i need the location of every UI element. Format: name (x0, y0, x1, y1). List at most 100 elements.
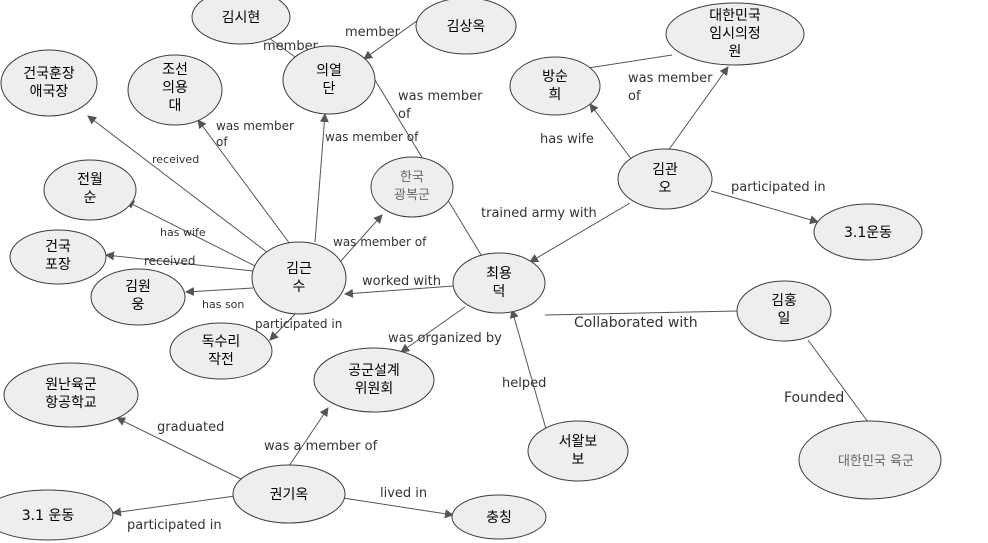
edge-gwongiok-march1b (112, 495, 236, 517)
node-bangsunhee[interactable]: 방순 희 (509, 56, 601, 116)
edges (87, 14, 869, 519)
svg-text:3.1운동: 3.1운동 (844, 225, 892, 241)
node-doksuri[interactable]: 독수리 작전 (169, 322, 273, 380)
svg-text:공군설계: 공군설계 (348, 363, 400, 379)
edge-label-has-wife-2: has wife (160, 226, 206, 239)
edge-kimgwano-choiyongdeok (529, 202, 631, 263)
node-jeonwolsun[interactable]: 전월 순 (43, 159, 137, 221)
edge-kimgwano-koreagov (664, 66, 729, 156)
edge-label-member-2: member (345, 25, 401, 40)
node-chungching[interactable]: 충칭 (451, 494, 547, 540)
edge-label-was-a-member-of: was a member of (264, 439, 378, 454)
edge-label-was-member-of-2b: of (628, 89, 641, 104)
node-seowalbo[interactable]: 서왈보 보 (527, 420, 629, 482)
node-geonguk-pojang[interactable]: 건국 포장 (9, 229, 107, 285)
edge-label-was-member-of-2: was member (628, 71, 713, 86)
edge-gwongiok-gonggun (284, 407, 329, 473)
svg-text:독수리: 독수리 (202, 334, 241, 350)
node-joseon-uiyongdae[interactable]: 조선 의용 대 (127, 54, 223, 126)
edge-kimgeunsu-gwangbokgun (339, 214, 383, 263)
edge-label-founded: Founded (784, 390, 844, 406)
svg-text:대한민국: 대한민국 (709, 8, 761, 24)
node-kimgwano[interactable]: 김관 오 (617, 148, 713, 210)
node-march1-movement-a[interactable]: 3.1운동 (813, 203, 923, 261)
svg-text:애국장: 애국장 (30, 84, 69, 100)
edge-label-was-member-of-4: was member of (333, 235, 427, 249)
edge-label-was-member-of-5b: of (216, 135, 228, 149)
svg-text:권기옥: 권기옥 (270, 487, 309, 503)
svg-text:건국훈장: 건국훈장 (23, 66, 75, 82)
edge-label-participated-in-1: participated in (255, 317, 342, 331)
edge-choiyongdeok-kimgeunsu (344, 285, 454, 298)
svg-text:오: 오 (659, 180, 672, 196)
node-geonguk-aeguk[interactable]: 건국훈장 애국장 (0, 49, 98, 117)
svg-text:웅: 웅 (132, 297, 145, 313)
node-euiyuldan[interactable]: 의열 단 (282, 45, 376, 115)
node-korea-provisional-council[interactable]: 대한민국 임시의정 원 (665, 2, 805, 66)
nodes: 김시현 김상옥 의열 단 대한민국 임시의정 원 건국훈장 애국장 조선 의용 … (0, 0, 942, 541)
node-gwongiok[interactable]: 권기옥 (232, 464, 346, 524)
svg-text:김홍: 김홍 (771, 293, 797, 309)
svg-text:순: 순 (84, 190, 97, 206)
node-kimwonung[interactable]: 김원 웅 (90, 268, 186, 326)
edge-label-was-member-of-5: was member (216, 119, 294, 133)
svg-text:방순: 방순 (542, 69, 568, 85)
edge-kimgeunsu-jeonwolsun (125, 200, 258, 268)
node-gonggun-council[interactable]: 공군설계 위원회 (313, 347, 435, 413)
svg-text:충칭: 충칭 (486, 510, 512, 526)
edge-label-has-son: has son (202, 298, 244, 311)
edge-kimgeunsu-doksuri (269, 312, 297, 341)
svg-text:단: 단 (323, 81, 336, 97)
node-rok-army[interactable]: 대한민국 육군 (798, 420, 942, 500)
node-choiyongdeok[interactable]: 최용 덕 (452, 252, 546, 314)
edge-kimhongil-rokarmy (807, 339, 869, 423)
edge-label-was-member-of-1: was member (398, 89, 483, 104)
edge-label-has-wife-1: has wife (540, 132, 594, 147)
svg-text:항공학교: 항공학교 (45, 395, 97, 411)
svg-text:보: 보 (572, 452, 585, 468)
edge-kimgeunsu-kimwonung (185, 287, 254, 297)
edge-kimgeunsu-joseonuiyong (197, 119, 291, 245)
edge-label-was-member-of-3: was member of (325, 130, 419, 144)
svg-text:원: 원 (729, 44, 742, 60)
edge-label-helped: helped (502, 376, 546, 391)
svg-text:희: 희 (549, 87, 562, 103)
edge-label-member-1: member (263, 39, 319, 54)
edge-label-graduated: graduated (157, 420, 224, 435)
node-kimhongil[interactable]: 김홍 일 (736, 280, 832, 342)
svg-text:대: 대 (169, 98, 182, 114)
edge-kimgeunsu-geongukpojang (105, 251, 254, 272)
edge-label-lived-in: lived in (380, 486, 427, 501)
node-kimgeunsu[interactable]: 김근 수 (251, 241, 347, 315)
svg-text:최용: 최용 (486, 266, 512, 282)
svg-text:광복군: 광복군 (394, 188, 430, 203)
edge-label-was-member-of-1b: of (398, 107, 411, 122)
edge-kimgwano-bangsunhee (589, 103, 633, 161)
svg-text:작전: 작전 (208, 352, 234, 368)
edge-label-participated-in-2: participated in (731, 180, 826, 195)
node-kimsangok[interactable]: 김상옥 (415, 0, 517, 55)
edge-label-received-1: received (152, 153, 199, 166)
svg-text:김관: 김관 (652, 162, 678, 178)
svg-text:의열: 의열 (316, 63, 342, 79)
edge-kimgwano-march1a (710, 190, 819, 225)
svg-text:수: 수 (293, 279, 306, 295)
svg-text:전월: 전월 (77, 172, 103, 188)
edge-choiyongdeok-gonggun (400, 306, 466, 353)
node-gwangbokgun[interactable]: 한국 광복군 (370, 156, 454, 218)
edge-label-was-organized-by: was organized by (388, 331, 502, 346)
svg-text:덕: 덕 (493, 284, 506, 300)
node-march1-movement-b[interactable]: 3.1 운동 (0, 489, 114, 541)
svg-text:위원회: 위원회 (355, 381, 394, 397)
svg-text:조선: 조선 (162, 62, 188, 78)
edge-seowal-choiyongdeok (509, 309, 547, 430)
svg-text:김근: 김근 (286, 261, 312, 277)
svg-text:김원: 김원 (125, 279, 151, 295)
node-wonnan-academy[interactable]: 원난육군 항공학교 (3, 362, 139, 428)
edge-kimhongil-choiyongdeok (544, 310, 739, 316)
edge-label-worked-with: worked with (362, 274, 441, 289)
edge-label-collaborated-with: Collaborated with (574, 315, 698, 331)
node-kimsihyun[interactable]: 김시현 (191, 0, 291, 45)
